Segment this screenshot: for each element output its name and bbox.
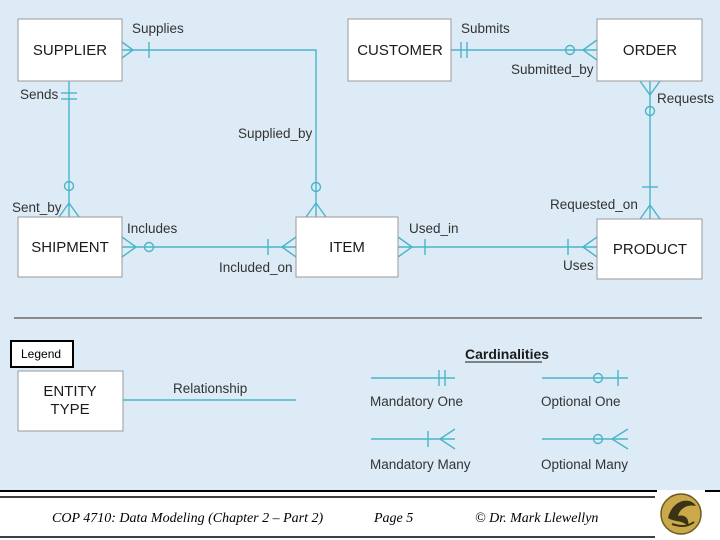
entity-item-label: ITEM <box>329 239 365 256</box>
entity-supplier-label: SUPPLIER <box>33 42 107 59</box>
entity-customer-label: CUSTOMER <box>357 42 443 59</box>
legend-mandatory-one-label: Mandatory One <box>370 394 463 409</box>
legend-optional-one-symbol <box>542 370 628 386</box>
rel-sends-label: Sends <box>20 87 59 102</box>
entity-shipment[interactable]: SHIPMENT <box>17 216 123 278</box>
entity-order-label: ORDER <box>623 42 677 59</box>
card-supplies-at-supplier <box>121 41 150 59</box>
entity-product[interactable]: PRODUCT <box>596 218 703 280</box>
line-supplier-item <box>122 49 317 217</box>
legend-mandatory-many-symbol <box>371 428 456 450</box>
rel-requested-on-label: Requested_on <box>550 197 638 212</box>
card-used-in-at-item <box>397 236 426 258</box>
rel-supplies-label: Supplies <box>132 21 184 36</box>
entity-supplier[interactable]: SUPPLIER <box>17 18 123 82</box>
university-logo <box>657 490 705 538</box>
entity-boxes: SUPPLIER CUSTOMER ORDER SHIPMENT ITEM PR… <box>17 18 703 280</box>
legend-entity-type: ENTITY TYPE <box>17 370 124 432</box>
slide-footer: COP 4710: Data Modeling (Chapter 2 – Par… <box>0 490 720 540</box>
relationship-labels: Supplies Supplied_by Submits Submitted_b… <box>12 21 714 275</box>
relationship-lines <box>58 39 661 258</box>
card-uses-at-product <box>567 236 598 258</box>
card-supplied-by-at-item <box>305 181 327 218</box>
legend-entity-line2: TYPE <box>50 401 89 418</box>
legend-mandatory-many-label: Mandatory Many <box>370 457 471 472</box>
rel-uses-label: Uses <box>563 258 594 273</box>
legend-mandatory-one-symbol <box>371 370 455 386</box>
card-submitted-by-at-order <box>564 39 598 61</box>
card-requests-at-order <box>639 80 661 117</box>
footer-page: Page 5 <box>373 511 413 526</box>
card-sends-at-supplier <box>61 92 77 100</box>
entity-order[interactable]: ORDER <box>596 18 703 82</box>
rel-includes-label: Includes <box>127 221 178 236</box>
rel-sent-by-label: Sent_by <box>12 200 62 215</box>
card-requested-on-at-product <box>639 186 661 220</box>
card-submits-at-customer <box>460 42 468 58</box>
legend-entity-line1: ENTITY <box>43 383 96 400</box>
legend-cardinalities-title: Cardinalities <box>465 346 549 362</box>
legend-optional-many-symbol <box>542 428 629 450</box>
legend-optional-many-label: Optional Many <box>541 457 628 472</box>
rel-used-in-label: Used_in <box>409 221 459 236</box>
legend-tag-box <box>10 340 74 368</box>
legend-tag-label: Legend <box>21 347 61 361</box>
entity-product-label: PRODUCT <box>613 241 687 258</box>
rel-submits-label: Submits <box>461 21 510 36</box>
card-sent-by-at-shipment <box>58 180 80 218</box>
card-includes-at-shipment <box>121 236 155 258</box>
entity-customer[interactable]: CUSTOMER <box>347 18 452 82</box>
legend: Legend ENTITY TYPE Relationship Cardinal… <box>10 340 629 472</box>
legend-optional-one-label: Optional One <box>541 394 621 409</box>
legend-relationship-label: Relationship <box>173 381 247 396</box>
entity-item[interactable]: ITEM <box>295 216 399 278</box>
rel-supplied-by-label: Supplied_by <box>238 126 313 141</box>
footer-course: COP 4710: Data Modeling (Chapter 2 – Par… <box>52 511 324 526</box>
entity-shipment-label: SHIPMENT <box>31 239 109 256</box>
rel-submitted-by-label: Submitted_by <box>511 62 594 77</box>
rel-requests-label: Requests <box>657 91 714 106</box>
footer-author: © Dr. Mark Llewellyn <box>475 511 598 526</box>
card-included-on-at-item <box>267 236 297 258</box>
rel-included-on-label: Included_on <box>219 260 293 275</box>
